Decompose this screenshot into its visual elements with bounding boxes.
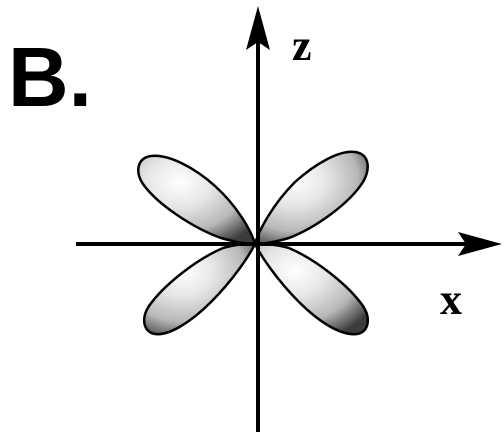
lobe-lower-left <box>144 244 255 334</box>
x-axis-label: x <box>440 275 462 324</box>
z-axis-label: z <box>292 21 312 70</box>
lobe-lower-right <box>255 244 368 334</box>
lobe-upper-right <box>255 152 368 244</box>
lobe-upper-left <box>138 156 255 244</box>
panel-label: B. <box>8 30 92 124</box>
